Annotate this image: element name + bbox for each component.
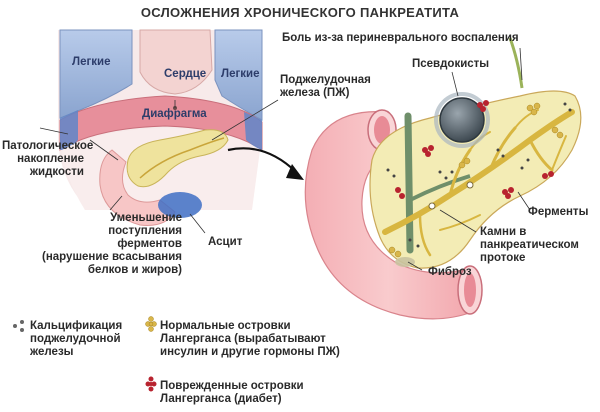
legend-damaged-islets-label: Поврежденные островки Лангерганса (диабе… [160,380,304,405]
leader-ascites [189,213,206,234]
zoom-arrow-head [286,164,304,180]
legend-normal-islets-icon [145,316,157,332]
calcification-dots [386,102,572,248]
left-lung [59,29,133,119]
label-pancreas: Поджелудочная железа (ПЖ) [280,74,371,99]
diagram-title: ОСЛОЖНЕНИЯ ХРОНИЧЕСКОГО ПАНКРЕАТИТА [140,5,460,20]
vessel-branch [409,174,471,202]
label-lungs-left: Легкие [72,56,111,68]
legend-normal-islets-label: Нормальные островки Лангерганса (вырабат… [160,320,340,358]
pancreas-small [126,129,229,188]
leader-pancreas [211,99,279,141]
leader-pseudocysts [451,71,459,97]
fluid-accumulation [60,110,78,150]
leader-fluid-2 [89,139,119,161]
leader-fibrosis [407,261,423,271]
fibrosis-spots [395,257,415,267]
label-enzymes: Ферменты [528,206,589,218]
label-diaphragm: Диафрагма [142,108,207,120]
ascites-pool [158,192,202,218]
label-stones: Камни в панкреатическом протоке [480,226,579,264]
duct-stones [428,181,474,210]
label-fibrosis: Фиброз [428,266,472,278]
leader-enzymes [517,191,531,211]
nerve [508,37,524,89]
pseudocyst-rim [434,92,490,148]
legend-damaged-islets-icon [145,376,157,392]
heart [139,29,213,95]
duodenum [304,111,473,320]
pancreatic-duct [382,109,575,257]
label-heart: Сердце [164,68,207,80]
left-anatomy [39,29,279,234]
right-anatomy [304,37,582,320]
duodenum-small [99,149,176,226]
label-enzymes-decrease: Уменьшение поступления ферментов (наруше… [42,212,182,276]
label-pseudocysts: Псевдокисты [412,58,490,70]
fluid-accumulation-right [244,112,262,150]
legend-calcification-label: Кальцификация поджелудочной железы [30,320,123,358]
pseudocyst [439,97,485,143]
vessel-vertical [404,112,414,254]
leader-enzymes-decrease [109,195,123,211]
zoom-arrow [227,147,297,173]
leader-pain [519,47,523,81]
leader-stones [439,209,477,233]
duodenum-opening-bottom-inner [464,273,476,307]
damaged-islets [395,100,554,199]
leader-fluid-1 [39,127,69,135]
right-lung [214,29,263,121]
normal-islets [388,102,564,258]
label-ascites: Асцит [208,236,243,248]
label-lungs-right: Легкие [221,68,260,80]
legend-calcification-icon [13,320,24,332]
label-fluid-accumulation: Патологическое накопление жидкости [2,140,94,178]
pancreatic-duct-small [139,137,225,179]
label-pain: Боль из-за периневрального воспаления [282,32,519,44]
duodenum-opening-top-inner [374,116,390,144]
